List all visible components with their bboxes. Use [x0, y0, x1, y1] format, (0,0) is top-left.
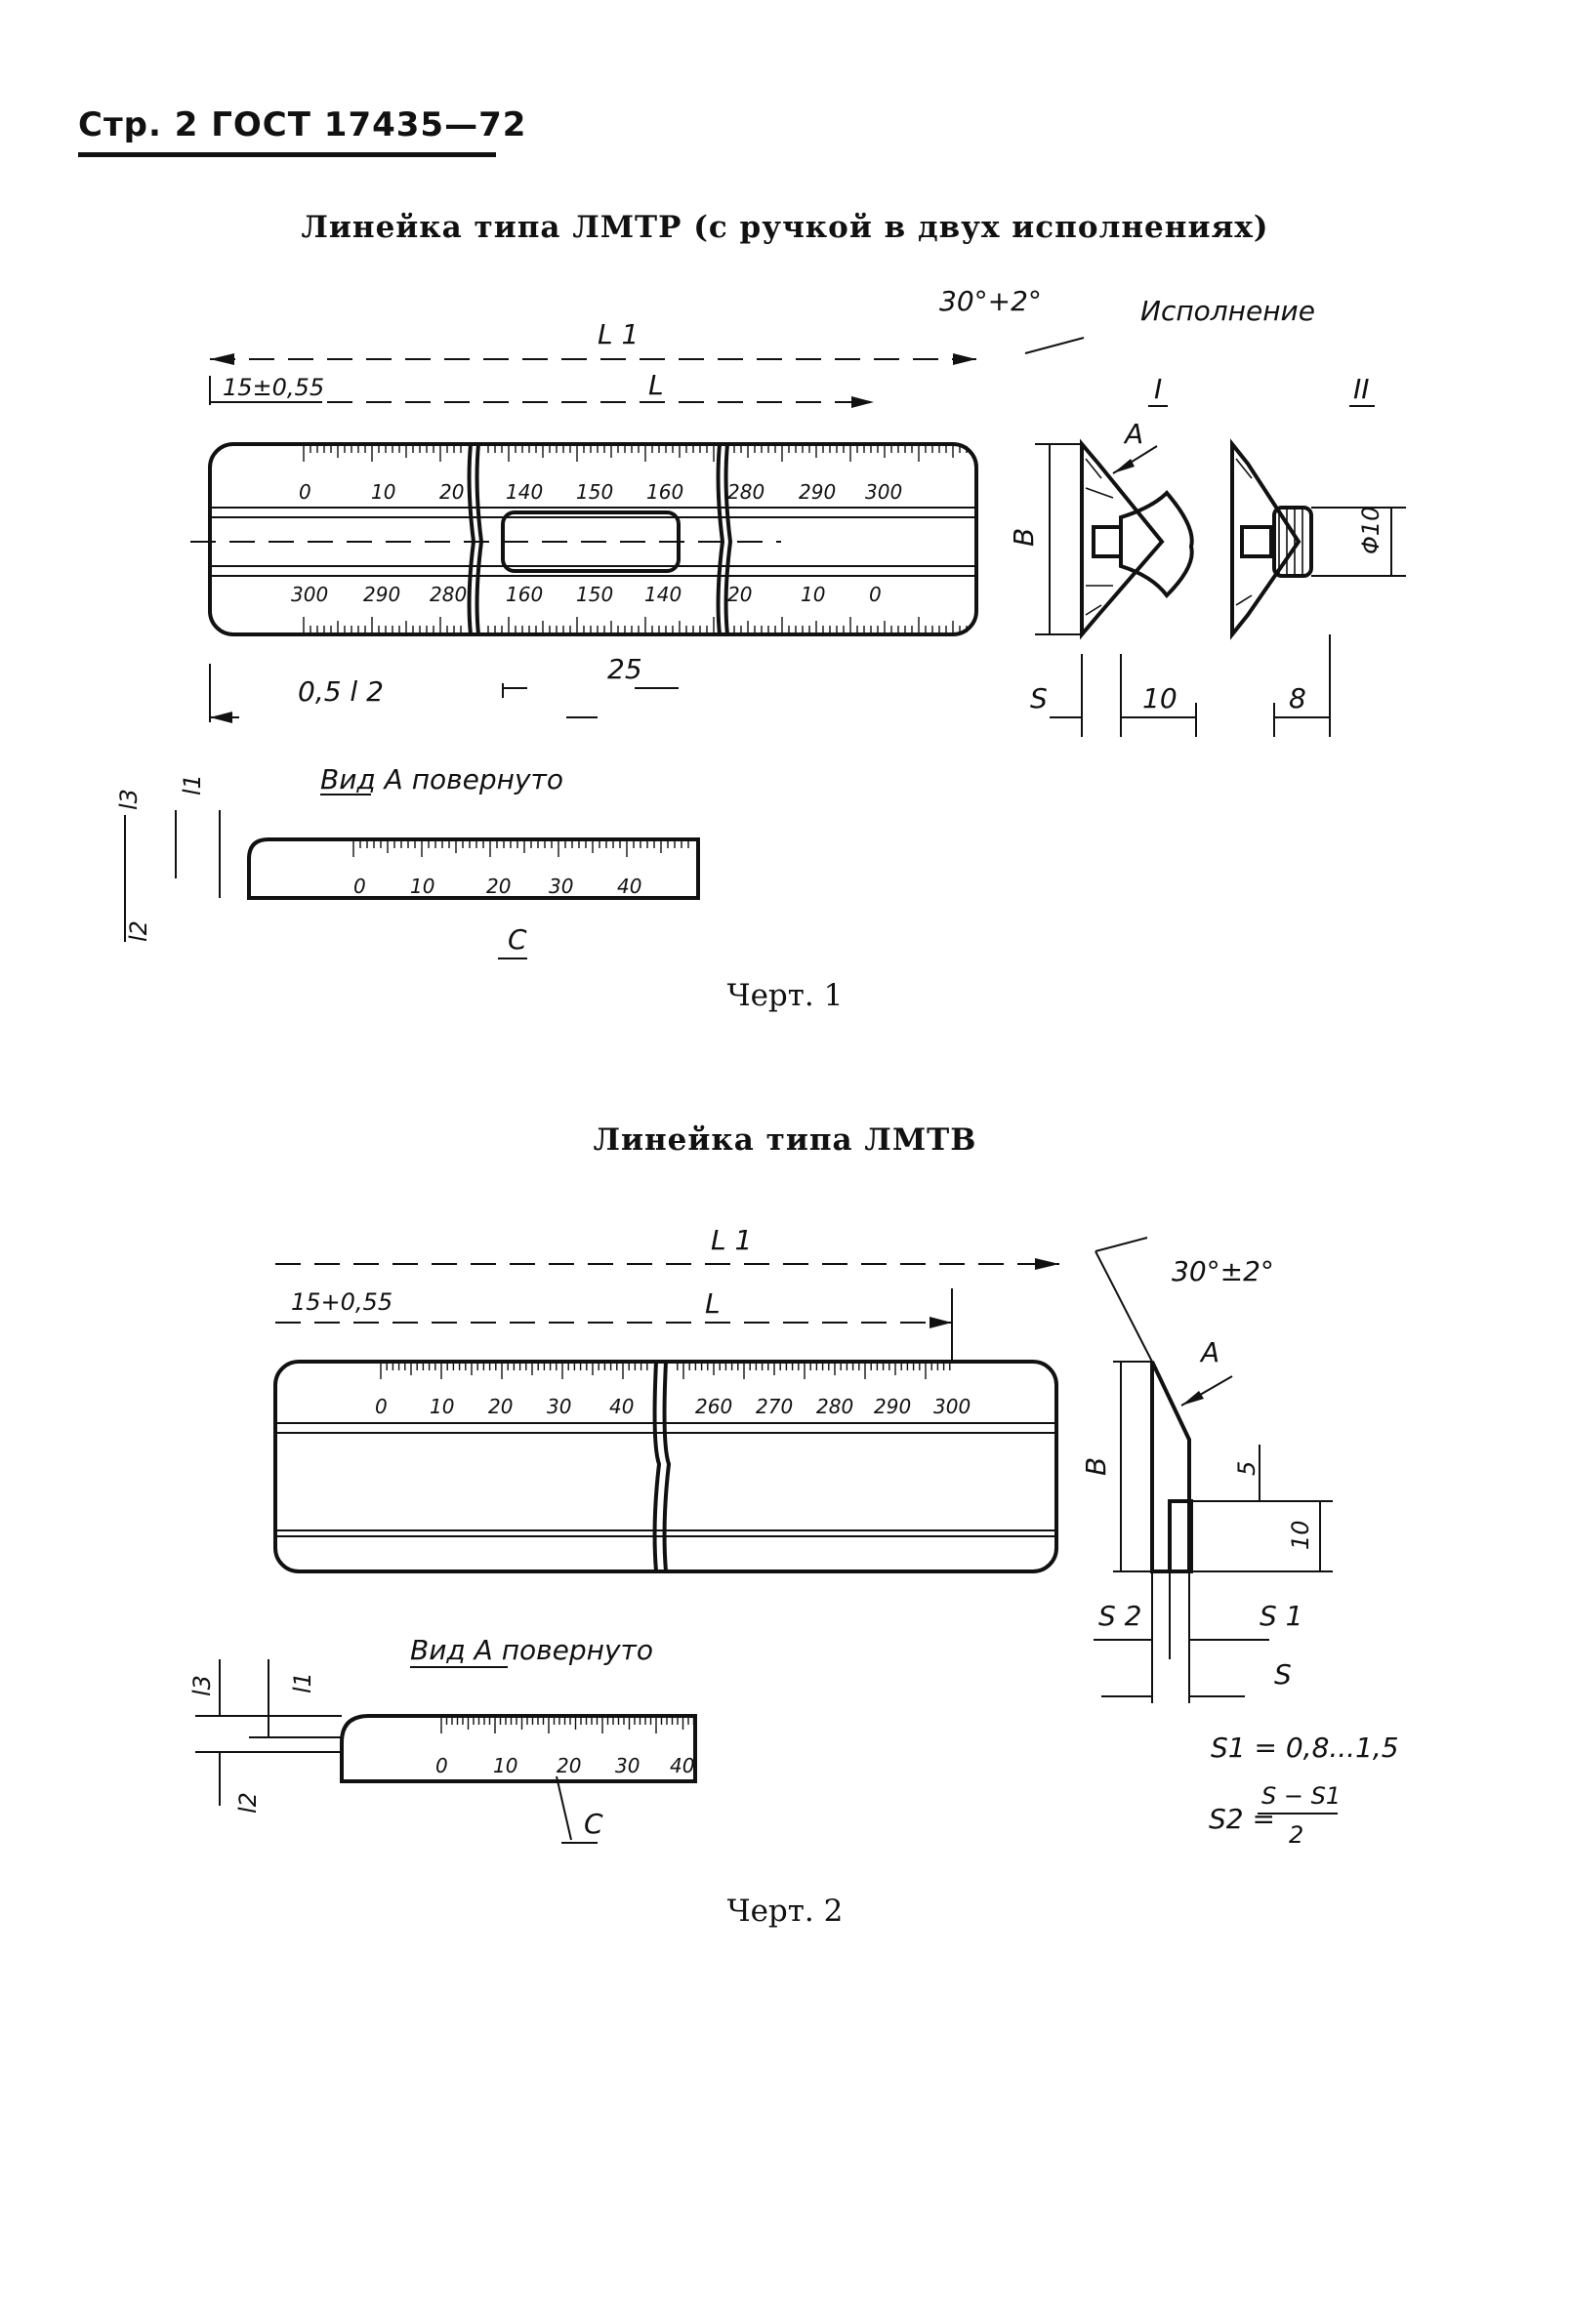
fig1-exec-II-label: II [1353, 373, 1370, 405]
fig1-view-label-4: 40 [617, 875, 641, 898]
fig1-handle-slot [501, 510, 681, 573]
fig1-view-C-label: C [508, 923, 527, 956]
fig1-view-label-3: 30 [549, 875, 573, 898]
fig1-l2-label: l2 [125, 920, 152, 942]
fig1-l1-label: l1 [179, 774, 206, 795]
fig2-view-label-0: 0 [435, 1754, 448, 1777]
fig2-S1-label: S 1 [1260, 1600, 1303, 1632]
fig1-execution-label: Исполнение [1140, 295, 1315, 327]
fig1-scale-bottom-8: 0 [869, 583, 882, 606]
fig2-scale-top-8: 290 [874, 1395, 911, 1418]
fig1-view-title: Вид А повернуто [320, 763, 563, 795]
fig1-scale-bottom-3: 160 [506, 583, 543, 606]
fig2-scale-top-1: 10 [430, 1395, 454, 1418]
fig2-S2-label: S 2 [1098, 1600, 1142, 1632]
fig2-tolerance-label: 15+0,55 [291, 1288, 392, 1316]
fig2-l3-label: l3 [188, 1675, 216, 1696]
fig1-scale-top-5: 160 [646, 480, 683, 504]
fig1-scale-ticks-top [303, 446, 968, 462]
fig2-scale-top-7: 280 [816, 1395, 853, 1418]
fig1-view-scale-ticks [352, 841, 689, 857]
fig1-L-label: L [648, 369, 664, 401]
fig2-10-label: 10 [1287, 1520, 1314, 1550]
fig1-scale-bottom-5: 140 [644, 583, 682, 606]
fig1-scale-bottom-4: 150 [576, 583, 613, 606]
fig2-scale-top-0: 0 [375, 1395, 388, 1418]
fig1-scale-ticks-bottom [303, 617, 968, 632]
fig1-tolerance-label: 15±0,55 [223, 374, 324, 401]
fig1-half-l2-label: 0,5 l 2 [298, 675, 384, 708]
fig1-scale-bottom-2: 280 [430, 583, 467, 606]
fig1-view-label-0: 0 [353, 875, 366, 898]
fig1-scale-top-3: 140 [506, 480, 543, 504]
fig2-B-label: B [1080, 1457, 1112, 1476]
fig1-view-label-2: 20 [486, 875, 511, 898]
fig1-ruler-body [208, 442, 978, 636]
figure1-drawing: L 1 L 15±0,55 0 10 [115, 285, 1406, 959]
fig1-25-label: 25 [607, 653, 642, 685]
fig1-scale-top-1: 10 [371, 480, 395, 504]
fig2-L1-label: L 1 [711, 1224, 752, 1256]
fig1-angle-label: 30°+2° [939, 285, 1042, 317]
fig1-scale-top-8: 300 [865, 480, 902, 504]
figure2-caption: Черт. 2 [726, 1894, 844, 1929]
fig2-formula-s2-numerator: S − S1 [1261, 1782, 1341, 1810]
fig2-formula-s2-lhs: S2 = [1209, 1803, 1275, 1835]
fig2-view-label-4: 40 [670, 1754, 694, 1777]
fig1-scale-top-4: 150 [576, 480, 613, 504]
fig2-scale-top-2: 20 [488, 1395, 513, 1418]
fig1-execution-II-profile: Φ10 [1230, 438, 1406, 640]
fig2-scale-top-3: 30 [547, 1395, 571, 1418]
header-rule [78, 152, 496, 157]
fig2-side-profile: 30°±2° A B 5 10 S 2 S 1 [1080, 1237, 1333, 1703]
fig1-scale-top-2: 20 [439, 480, 464, 504]
fig2-l2-label: l2 [234, 1792, 262, 1814]
fig1-l3-label: l3 [115, 789, 143, 810]
fig1-scale-bottom-6: 20 [727, 583, 752, 606]
fig2-view-label-2: 20 [557, 1754, 581, 1777]
fig2-l1-label: l1 [289, 1672, 316, 1693]
fig2-scale-top-4: 40 [609, 1395, 634, 1418]
fig1-10-label: 10 [1142, 682, 1178, 714]
fig2-L-label: L [705, 1287, 721, 1320]
fig1-scale-top-6: 280 [727, 480, 764, 504]
fig2-angle-label: 30°±2° [1172, 1255, 1274, 1287]
page-header: Стр. 2 ГОСТ 17435—72 [78, 105, 527, 144]
fig2-scale-top-5: 260 [695, 1395, 732, 1418]
fig2-view-C-label: C [584, 1808, 603, 1840]
fig2-scale-top-9: 300 [933, 1395, 971, 1418]
figure1-title: Линейка типа ЛМТР (с ручкой в двух испол… [301, 210, 1269, 245]
fig2-S-label: S [1274, 1658, 1292, 1691]
fig1-S-label: S [1030, 682, 1048, 714]
fig1-8-label: 8 [1289, 682, 1306, 714]
fig1-scale-top-7: 290 [799, 480, 836, 504]
figure2-title: Линейка типа ЛМТВ [593, 1122, 977, 1158]
fig1-B-label: B [1008, 528, 1040, 547]
fig1-scale-bottom-7: 10 [801, 583, 825, 606]
fig2-view-label-3: 30 [615, 1754, 640, 1777]
fig2-view-scale-ticks [440, 1718, 695, 1733]
fig1-phi10-label: Φ10 [1357, 507, 1384, 554]
fig2-view-title: Вид А повернуто [410, 1634, 653, 1666]
figure2-drawing: L 1 15+0,55 L 0 10 20 30 40 260 270 280 … [188, 1224, 1399, 1849]
figure1-caption: Черт. 1 [726, 978, 844, 1013]
fig2-5-label: 5 [1233, 1461, 1260, 1476]
fig1-execution-I-profile: A [1080, 418, 1194, 640]
fig1-scale-top-0: 0 [299, 480, 311, 504]
fig1-exec-I-label: I [1154, 373, 1162, 405]
fig1-L1-label: L 1 [598, 318, 639, 350]
fig1-scale-bottom-0: 300 [291, 583, 328, 606]
fig2-scale-ticks-top [380, 1364, 951, 1379]
fig1-view-label-1: 10 [410, 875, 434, 898]
fig1-scale-bottom-1: 290 [363, 583, 400, 606]
fig2-scale-top-6: 270 [756, 1395, 793, 1418]
fig2-view-label-1: 10 [493, 1754, 517, 1777]
fig2-formula-s2-denominator: 2 [1289, 1821, 1303, 1849]
fig2-formula-s1: S1 = 0,8...1,5 [1211, 1732, 1399, 1764]
fig2-A-label: A [1199, 1336, 1219, 1368]
fig1-A-label: A [1123, 418, 1143, 450]
